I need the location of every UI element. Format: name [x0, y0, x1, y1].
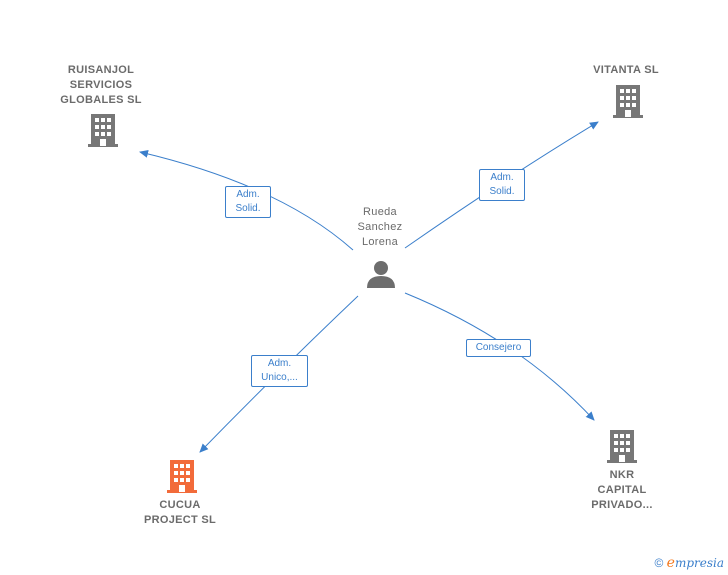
building-icon-cucua	[167, 460, 197, 493]
relation-tag-cucua: Adm. Unico,...	[251, 355, 308, 387]
building-icon-ruisanjol	[88, 114, 118, 147]
company-label-vitanta[interactable]: VITANTA SL	[593, 64, 659, 76]
building-icon-vitanta	[613, 85, 643, 118]
company-label-ruisanjol[interactable]: RUISANJOL SERVICIOS GLOBALES SL	[60, 64, 142, 106]
relation-tag-nkr: Consejero	[466, 339, 531, 357]
brand-logo-initial: e	[666, 555, 675, 571]
copyright-icon: ©	[654, 556, 664, 570]
footer-brand[interactable]: © empresia	[654, 555, 724, 571]
company-label-cucua[interactable]: CUCUA PROJECT SL	[143, 499, 217, 526]
relation-tag-vitanta: Adm. Solid.	[479, 169, 525, 201]
brand-name: mpresia	[674, 556, 724, 570]
relation-tag-ruisanjol: Adm. Solid.	[225, 186, 271, 218]
person-icon	[367, 261, 395, 288]
company-label-nkr[interactable]: NKR CAPITAL PRIVADO...	[591, 469, 653, 511]
person-name[interactable]: Rueda Sanchez Lorena	[357, 206, 403, 248]
building-icon-nkr	[607, 430, 637, 463]
